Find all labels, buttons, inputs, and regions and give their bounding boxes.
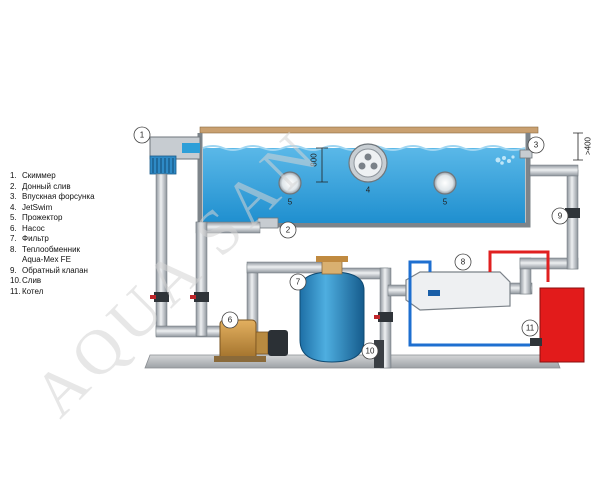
hot-water-line <box>488 250 550 282</box>
legend-item: 3. Впускная форсунка <box>10 192 95 203</box>
pool-deck <box>199 126 539 134</box>
legend-item: 5. Прожектор <box>10 213 95 224</box>
callout-6: 6 <box>221 311 239 329</box>
legend-item-number: 7. <box>10 234 17 243</box>
callout-1: 1 <box>133 126 151 144</box>
height-dimension-label: >400 <box>584 136 593 155</box>
callout-3: 3 <box>527 136 545 154</box>
svg-text:1: 1 <box>140 131 145 140</box>
legend-item-label: Слив <box>22 276 42 285</box>
callout-5-left: 5 <box>288 198 293 207</box>
legend-item-number: 3. <box>10 192 17 201</box>
depth-dimension-label: 800 <box>310 153 319 167</box>
sand-filter <box>299 256 365 363</box>
light-left <box>278 171 302 195</box>
callout-10: 10 <box>361 342 379 360</box>
callout-9: 9 <box>551 207 569 225</box>
heat-exchanger <box>405 271 511 311</box>
legend-item-label: Aqua-Mex FE <box>22 255 71 264</box>
legend-item: 10.Слив <box>10 276 95 287</box>
svg-text:11: 11 <box>526 324 535 333</box>
valve-bypass[interactable] <box>374 312 393 322</box>
callout-4: 4 <box>366 186 371 195</box>
callout-11: 11 <box>521 319 539 337</box>
valve-drain-line[interactable] <box>190 292 209 302</box>
legend-item-label: Теплообменник <box>22 244 81 254</box>
legend-item-number: 10. <box>10 276 22 285</box>
inlet-nozzle <box>519 149 533 159</box>
legend-item-label: Фильтр <box>22 234 49 243</box>
jetswim-unit <box>348 143 388 183</box>
legend-item-label: Донный слив <box>22 181 71 191</box>
svg-text:6: 6 <box>228 316 233 325</box>
legend-item-number: 1. <box>10 171 17 180</box>
svg-text:2: 2 <box>286 226 291 235</box>
legend-item-number: 6. <box>10 223 17 233</box>
legend-item: 4. JetSwim <box>10 203 95 214</box>
legend-item-number: 9. <box>10 265 17 275</box>
valve-skimmer[interactable] <box>150 292 169 302</box>
pump <box>214 319 288 362</box>
height-dimension-line <box>573 132 583 161</box>
water-spray <box>495 155 515 165</box>
skimmer-mouth <box>182 143 200 153</box>
svg-text:3: 3 <box>534 141 539 150</box>
legend-item: 11.Котел <box>10 287 95 298</box>
legend-item: 2. Донный слив <box>10 182 95 193</box>
legend-item-label: Скиммер <box>22 171 56 180</box>
light-right <box>433 171 457 195</box>
cold-water-line <box>408 260 530 347</box>
legend-item-label: Прожектор <box>22 213 63 222</box>
legend-item: 6. Насос <box>10 224 95 235</box>
legend-item-number: 5. <box>10 213 17 222</box>
legend-item-label: Насос <box>22 223 45 233</box>
svg-text:10: 10 <box>366 347 375 356</box>
depth-dimension-line <box>316 147 328 183</box>
callout-8: 8 <box>454 253 472 271</box>
svg-text:9: 9 <box>558 212 563 221</box>
legend: 1. Скиммер 2. Донный слив 3. Впускная форсунк… <box>10 171 95 297</box>
legend-item-number: 8. <box>10 244 17 254</box>
callout-7: 7 <box>289 273 307 291</box>
callout-2: 2 <box>279 221 297 239</box>
svg-text:8: 8 <box>461 258 466 267</box>
legend-item: 7. Фильтр <box>10 234 95 245</box>
skimmer-grid <box>152 158 174 173</box>
legend-item: 8. Теплообменник <box>10 245 95 256</box>
legend-item: 9. Обратный клапан <box>10 266 95 277</box>
legend-item-number: 11. <box>10 286 21 296</box>
legend-item-label: JetSwim <box>22 202 53 212</box>
legend-item-label: Котел <box>22 286 44 296</box>
boiler-valve[interactable] <box>530 338 542 346</box>
callout-5-right: 5 <box>443 198 448 207</box>
skimmer-basket <box>149 155 177 175</box>
legend-item: 1. Скиммер <box>10 171 95 182</box>
legend-item-number: 2. <box>10 181 17 191</box>
legend-item-label: Обратный клапан <box>22 265 88 275</box>
svg-text:7: 7 <box>296 278 301 287</box>
legend-item: Aqua-Mex FE <box>10 255 95 266</box>
pool-basin <box>197 133 531 228</box>
legend-item-number: 4. <box>10 202 17 212</box>
legend-item-label: Впускная форсунка <box>22 192 95 201</box>
boiler <box>539 287 585 363</box>
